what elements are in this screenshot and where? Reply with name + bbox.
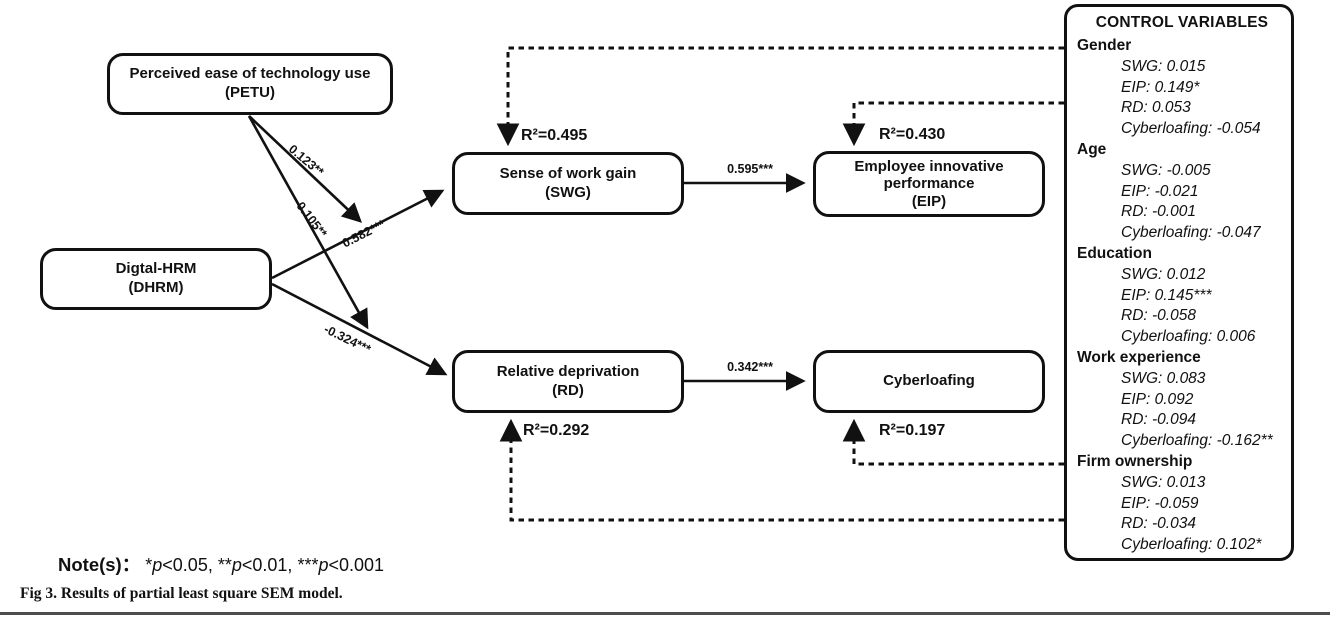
node-petu-label: Perceived ease of technology use — [129, 65, 371, 83]
cv-value: RD: -0.094 — [1121, 411, 1196, 429]
cv-group-name: Gender — [1077, 37, 1132, 54]
dashed-control-arrows — [496, 46, 1064, 522]
note-label: Note(s)： — [58, 554, 141, 575]
note-sig2: ** — [217, 555, 232, 575]
node-cyberloafing: Cyberloafing — [813, 350, 1045, 413]
node-eip-label-1: Employee innovative — [854, 158, 1004, 176]
cv-value: EIP: 0.145*** — [1121, 286, 1212, 304]
node-cyberloafing-label: Cyberloafing — [883, 372, 975, 390]
node-swg-label: Sense of work gain — [499, 164, 637, 182]
note-v1: <0.05, — [162, 555, 213, 575]
cv-value: SWG: -0.005 — [1121, 161, 1211, 179]
r2-eip: R²=0.430 — [879, 126, 946, 143]
r2-swg: R²=0.495 — [521, 127, 588, 144]
solid-arrows — [247, 115, 806, 391]
cv-group-name: Education — [1077, 244, 1152, 262]
significance-note: Note(s)： *p<0.05, **p<0.01, ***p<0.001 — [58, 551, 384, 577]
node-petu-abbrev: (PETU) — [225, 84, 275, 101]
cv-value: SWG: 0.015 — [1121, 57, 1206, 75]
cv-value: Cyberloafing: -0.047 — [1121, 224, 1261, 242]
cv-value: RD: -0.001 — [1121, 203, 1196, 221]
cv-group-name: Firm ownership — [1077, 452, 1193, 470]
cv-value: EIP: -0.021 — [1121, 182, 1199, 200]
note-v3: <0.001 — [328, 555, 385, 575]
node-eip-label-2: performance — [883, 175, 975, 193]
cv-value: EIP: 0.092 — [1121, 390, 1194, 408]
cv-value: EIP: 0.149* — [1121, 78, 1200, 96]
cv-value: EIP: -0.059 — [1121, 494, 1199, 512]
arrow-dhrm-to-rd — [271, 282, 448, 376]
node-rd-abbrev: (RD) — [552, 381, 584, 399]
note-sig1: * — [145, 555, 153, 575]
cv-value: RD: -0.034 — [1121, 515, 1196, 533]
note-sig3: *** — [297, 555, 319, 575]
node-eip-abbrev: (EIP) — [911, 192, 947, 210]
control-variables-title: CONTROL VARIABLES — [1095, 14, 1269, 31]
node-rd: Relative deprivation (RD) — [452, 350, 684, 413]
note-p3: p — [318, 555, 329, 575]
cv-group-name: Work experience — [1077, 348, 1201, 366]
node-swg: Sense of work gain (SWG) — [452, 152, 684, 215]
node-rd-label: Relative deprivation — [496, 362, 640, 380]
r2-rd: R²=0.292 — [523, 422, 590, 439]
node-swg-abbrev: (SWG) — [545, 183, 591, 201]
dashed-arrow-controls-to-rd — [499, 418, 1064, 522]
cv-value: SWG: 0.013 — [1121, 473, 1206, 491]
arrow-dhrm-to-swg — [271, 189, 445, 280]
coef-rd-cyberloafing: 0.342*** — [727, 360, 773, 374]
note-p1: p — [152, 555, 163, 575]
cv-value: RD: -0.058 — [1121, 307, 1196, 325]
cv-group-name: Age — [1077, 140, 1107, 158]
bottom-divider — [0, 612, 1330, 615]
dashed-arrow-controls-to-cyberloafing — [842, 418, 1064, 466]
node-eip: Employee innovative performance (EIP) — [813, 151, 1045, 217]
cv-value: SWG: 0.012 — [1121, 265, 1206, 283]
r2-cyberloafing: R²=0.197 — [879, 422, 946, 439]
cv-value: Cyberloafing: -0.054 — [1121, 120, 1261, 138]
dashed-arrow-controls-to-eip — [842, 101, 1064, 147]
note-v2: <0.01, — [241, 555, 293, 575]
node-dhrm: Digtal-HRM (DHRM) — [40, 248, 272, 310]
cv-value: Cyberloafing: -0.162** — [1121, 432, 1273, 450]
cv-value: RD: 0.053 — [1121, 99, 1191, 117]
arrow-petu-to-dhrm-rd-path — [247, 115, 369, 330]
cv-value: Cyberloafing: 0.102* — [1121, 536, 1262, 554]
figure-caption: Fig 3. Results of partial least square S… — [20, 585, 343, 602]
arrow-petu-to-dhrm-swg-path — [248, 115, 363, 223]
node-petu: Perceived ease of technology use (PETU) — [107, 53, 393, 115]
note-p2: p — [231, 555, 242, 575]
dashed-arrow-controls-to-swg — [496, 46, 1064, 147]
cv-value: Cyberloafing: 0.006 — [1121, 328, 1256, 346]
coef-swg-eip: 0.595*** — [727, 162, 773, 176]
node-dhrm-abbrev: (DHRM) — [128, 279, 184, 296]
cv-value: SWG: 0.083 — [1121, 369, 1206, 387]
node-dhrm-label: Digtal-HRM — [115, 260, 197, 278]
